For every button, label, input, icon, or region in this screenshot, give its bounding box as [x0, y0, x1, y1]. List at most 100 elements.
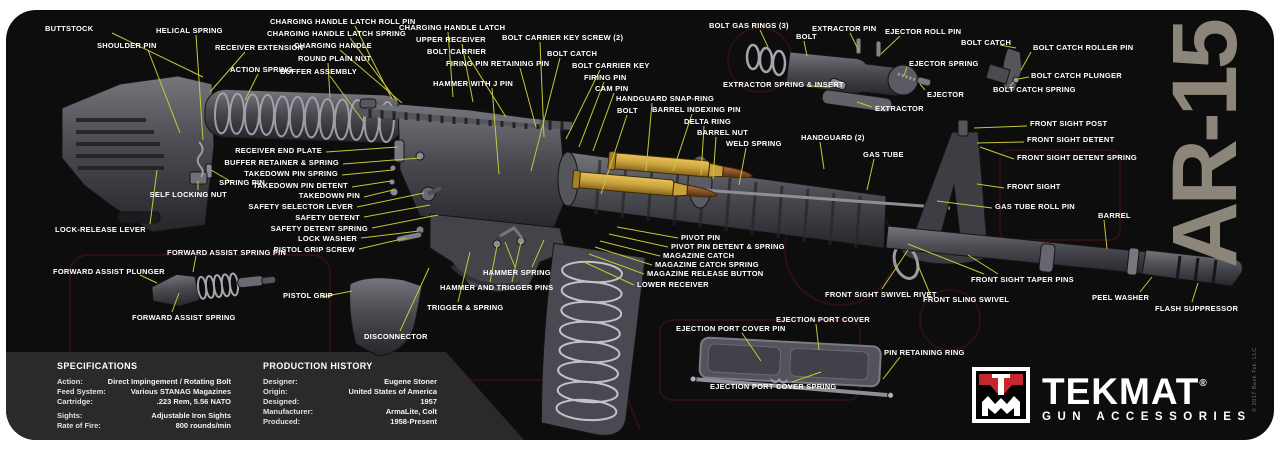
- production-history-block: PRODUCTION HISTORY Designer: Eugene Ston…: [263, 361, 437, 427]
- registered-mark: ®: [1199, 378, 1207, 389]
- leader-line: [467, 55, 507, 118]
- spec-label: Cartridge:: [57, 397, 93, 406]
- leader-line: [244, 73, 259, 101]
- leader-line: [849, 32, 860, 52]
- leader-line: [919, 83, 926, 91]
- leader-line: [111, 32, 204, 78]
- leader-line: [588, 253, 645, 275]
- leader-line: [741, 332, 762, 362]
- spec-value: Eugene Stoner: [384, 377, 437, 386]
- leader-line: [882, 356, 901, 380]
- spec-row: Action: Direct Impingement / Rotating Bo…: [57, 377, 231, 387]
- specifications-heading: SPECIFICATIONS: [57, 361, 138, 371]
- rifle-illustration: [61, 37, 1243, 436]
- spec-row: Sights: Adjustable Iron Sights: [57, 411, 231, 421]
- brand-tagline: GUN ACCESSORIES: [1042, 411, 1252, 423]
- leader-line: [866, 158, 875, 191]
- leader-line: [973, 125, 1028, 129]
- leader-line: [511, 241, 522, 283]
- spec-row: Rate of Fire: 800 rounds/min: [57, 421, 231, 431]
- leader-line: [592, 92, 615, 152]
- leader-lines: [111, 25, 1199, 383]
- leader-line: [360, 230, 420, 239]
- leader-line: [645, 102, 653, 172]
- leader-line: [672, 113, 693, 172]
- spec-panel: [6, 352, 524, 440]
- specifications-block: SPECIFICATIONS Action: Direct Impingemen…: [57, 361, 231, 431]
- leader-line: [738, 147, 747, 186]
- spec-label: Manufacturer:: [263, 407, 314, 416]
- leader-line: [399, 267, 430, 332]
- leader-line: [363, 189, 394, 198]
- leader-line: [349, 37, 398, 102]
- leader-line: [1020, 51, 1032, 71]
- spec-label: Produced:: [263, 417, 301, 426]
- leader-line: [147, 49, 181, 134]
- spec-label: Rate of Fire:: [57, 421, 101, 430]
- leader-line: [881, 249, 909, 290]
- leader-line: [171, 292, 180, 313]
- leader-line: [461, 43, 474, 103]
- leader-line: [916, 262, 931, 295]
- spec-value: Adjustable Iron Sights: [151, 411, 231, 420]
- leader-line: [903, 66, 908, 77]
- brand-name: TEKMAT®: [1042, 371, 1207, 412]
- spec-value: United States of America: [348, 387, 438, 396]
- leader-line: [979, 146, 1015, 160]
- leader-line: [358, 237, 407, 250]
- leader-line: [819, 141, 825, 170]
- leader-line: [1139, 276, 1153, 293]
- leader-line: [321, 290, 353, 298]
- leader-line: [329, 75, 364, 122]
- spec-label: Action:: [57, 377, 83, 386]
- leader-line: [341, 169, 394, 176]
- spec-value: ArmaLite, Colt: [385, 407, 437, 416]
- leader-line: [936, 200, 993, 209]
- spec-label: Sights:: [57, 411, 83, 420]
- leader-line: [976, 141, 1025, 144]
- leader-line: [1009, 81, 1015, 87]
- leader-line: [195, 34, 204, 141]
- leader-line: [1103, 219, 1108, 250]
- leader-line: [815, 323, 820, 351]
- leader-line: [976, 183, 1005, 189]
- spec-value: Direct Impingement / Rotating Bolt: [107, 377, 231, 386]
- spec-row: Cartridge: .223 Rem, 5.56 NATO: [57, 397, 231, 407]
- leader-line: [491, 87, 500, 175]
- leader-line: [351, 180, 392, 188]
- leader-line: [342, 157, 421, 165]
- leader-line: [594, 246, 653, 266]
- copyright-text: © 2017 Beck Tek, LLC: [1252, 347, 1258, 412]
- leader-line: [447, 31, 454, 98]
- leader-line: [907, 243, 985, 275]
- leader-line: [139, 274, 158, 284]
- spec-row: Designer: Eugene Stoner: [263, 377, 437, 387]
- leader-line: [519, 67, 537, 128]
- leader-line: [363, 204, 431, 218]
- leader-line: [192, 255, 197, 273]
- leader-line: [209, 51, 246, 93]
- leader-line: [530, 57, 561, 172]
- leader-line: [354, 25, 393, 100]
- leader-line: [616, 226, 679, 239]
- leader-line: [600, 114, 628, 195]
- leader-line: [1191, 282, 1199, 303]
- leader-line: [700, 125, 705, 176]
- spec-label: Feed System:: [57, 387, 106, 396]
- leader-line: [583, 261, 635, 286]
- leader-line: [325, 146, 399, 153]
- leader-line: [457, 251, 471, 303]
- leader-line: [856, 101, 873, 108]
- model-title: AR-15: [1154, 22, 1256, 268]
- leader-line: [504, 241, 516, 268]
- leader-line: [565, 69, 601, 140]
- brand-logo: TEKMAT® GUN ACCESSORIES: [972, 362, 1262, 428]
- leader-line: [791, 371, 822, 383]
- leader-line: [880, 35, 901, 55]
- spec-value: 1957: [420, 397, 437, 406]
- leader-line: [759, 29, 769, 48]
- tekmat-emblem-icon: [972, 367, 1030, 423]
- production-history-heading: PRODUCTION HISTORY: [263, 361, 373, 371]
